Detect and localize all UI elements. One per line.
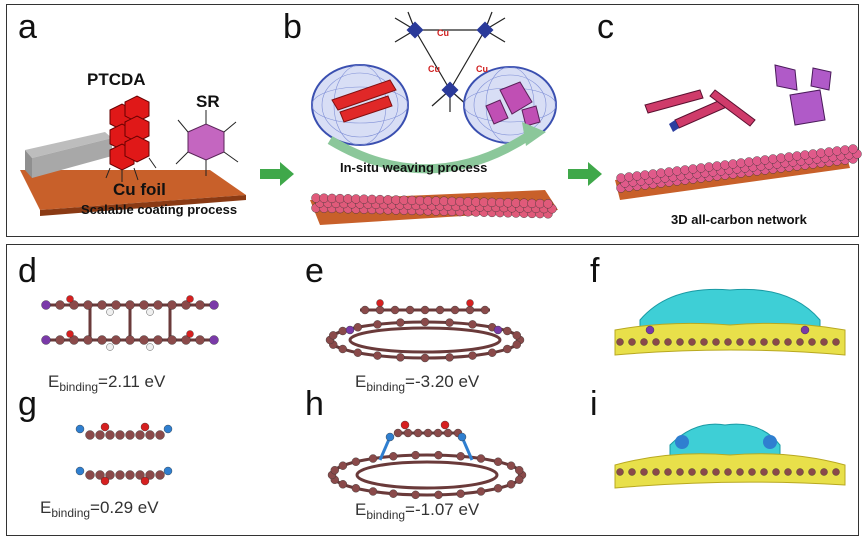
- panel-f-charge-density: [614, 288, 846, 356]
- panel-h-letter: h: [305, 385, 324, 423]
- panel-i-charge-density: [614, 423, 846, 489]
- carbon-rods: [644, 89, 756, 129]
- sr-label: SR: [196, 92, 220, 111]
- panel-b-letter: b: [283, 8, 302, 46]
- sr-molecule: [187, 123, 225, 161]
- panel-a-letter: a: [18, 8, 37, 46]
- panel-e-molecule: [325, 299, 525, 363]
- panel-e-binding-energy: Ebinding=-3.20 eV: [355, 372, 480, 394]
- panel-e-letter: e: [305, 252, 324, 290]
- carbon-network-film: [616, 144, 862, 193]
- panel-c-illustration: [615, 64, 862, 200]
- panel-i-letter: i: [590, 385, 598, 423]
- panel-h-molecule: [327, 420, 527, 500]
- cu-foil-sheet: [20, 170, 246, 210]
- panel-d-molecule: [41, 295, 219, 351]
- arrow-a-to-b-icon: [260, 162, 294, 186]
- panel-a-caption: Scalable coating process: [81, 202, 238, 217]
- coating-blade: [25, 132, 112, 158]
- panel-d-letter: d: [18, 252, 37, 290]
- panel-g-letter: g: [18, 385, 37, 423]
- panel-g-molecule: [75, 422, 173, 486]
- arrow-b-to-c-icon: [568, 162, 602, 186]
- panel-c-letter: c: [597, 8, 614, 46]
- panel-d-binding-energy: Ebinding=2.11 eV: [48, 372, 166, 394]
- sphere-film: [311, 193, 557, 219]
- cu-foil-label: Cu foil: [113, 180, 166, 199]
- panel-f-letter: f: [590, 252, 600, 290]
- panel-b-caption: In-situ weaving process: [340, 160, 488, 175]
- cu-label-2: Cu: [428, 64, 440, 74]
- cu-label-3: Cu: [476, 64, 488, 74]
- cu-label-1: Cu: [437, 28, 449, 38]
- ptcda-label: PTCDA: [87, 70, 146, 89]
- panel-g-binding-energy: Ebinding=0.29 eV: [40, 498, 159, 520]
- ptcda-molecule-stack: [109, 95, 150, 171]
- panel-a-illustration: [20, 95, 246, 216]
- carbon-octahedra: [774, 64, 832, 126]
- panel-h-binding-energy: Ebinding=-1.07 eV: [355, 500, 480, 522]
- panel-b-illustration: [310, 11, 558, 225]
- panel-c-caption: 3D all-carbon network: [671, 212, 807, 227]
